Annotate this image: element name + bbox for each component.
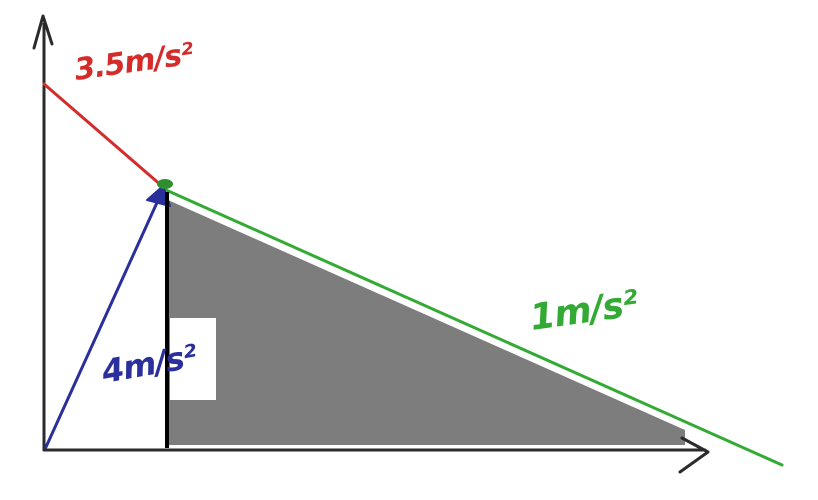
shaded-region bbox=[168, 200, 685, 445]
blue-line bbox=[44, 194, 162, 449]
red-line bbox=[42, 82, 164, 188]
arrow-up-icon bbox=[32, 14, 54, 50]
axes bbox=[32, 14, 710, 474]
junction-dot bbox=[157, 179, 173, 189]
arrow-right-icon bbox=[678, 436, 710, 474]
blue-label-backdrop bbox=[170, 318, 216, 400]
green-line bbox=[164, 188, 784, 467]
